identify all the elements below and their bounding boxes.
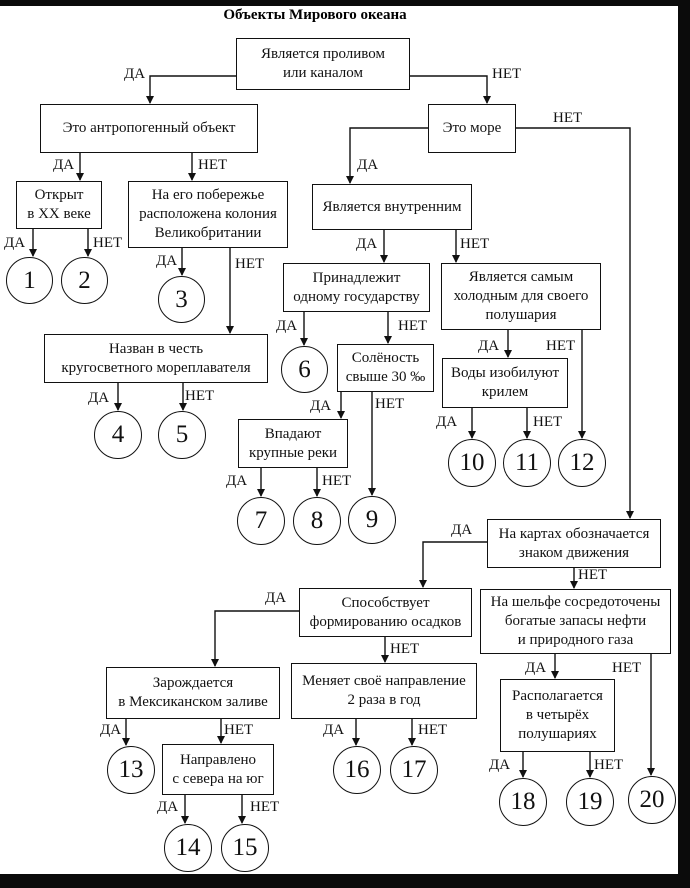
outcome-1: 1 xyxy=(6,257,53,304)
outcome-8: 8 xyxy=(293,497,341,545)
outcome-18: 18 xyxy=(499,778,547,826)
outcome-9: 9 xyxy=(348,496,396,544)
edge-label-no: НЕТ xyxy=(492,66,522,82)
outcome-11: 11 xyxy=(503,439,551,487)
node-four-hemispheres: Располагается в четырёх полушариях xyxy=(500,679,615,752)
edge-label-yes: ДА xyxy=(310,398,332,414)
outcome-6: 6 xyxy=(281,346,328,393)
node-direction-change: Меняет своё направление 2 раза в год xyxy=(291,663,477,719)
outcome-12: 12 xyxy=(558,439,606,487)
edge-label-no: НЕТ xyxy=(235,256,265,272)
edge-label-yes: ДА xyxy=(100,722,122,738)
diagram-title: Объекты Мирового океана xyxy=(223,7,407,23)
edge-label-no: НЕТ xyxy=(553,110,583,126)
node-north-south: Направлено с севера на юг xyxy=(162,744,274,795)
edge-label-no: НЕТ xyxy=(93,235,123,251)
node-oil-gas: На шельфе сосредоточены богатые запасы н… xyxy=(480,589,671,654)
edge-label-no: НЕТ xyxy=(460,236,490,252)
outcome-3: 3 xyxy=(158,276,205,323)
outcome-15: 15 xyxy=(221,824,269,872)
edge-label-no: НЕТ xyxy=(594,757,624,773)
edge-label-yes: ДА xyxy=(265,590,287,606)
edge-label-no: НЕТ xyxy=(612,660,642,676)
outcome-2: 2 xyxy=(61,257,108,304)
outcome-10: 10 xyxy=(448,439,496,487)
node-movement-symbol: На картах обозначается знаком движения xyxy=(487,519,661,568)
outcome-5: 5 xyxy=(158,411,206,459)
edge-label-yes: ДА xyxy=(478,338,500,354)
edge-label-no: НЕТ xyxy=(398,318,428,334)
node-anthropogenic: Это антропогенный объект xyxy=(40,104,258,153)
edge-label-no: НЕТ xyxy=(375,396,405,412)
node-colony: На его побережье расположена колония Вел… xyxy=(128,181,288,248)
edge-label-yes: ДА xyxy=(356,236,378,252)
edge-label-yes: ДА xyxy=(53,157,75,173)
node-opened-20c: Открыт в XX веке xyxy=(16,181,102,229)
outcome-13: 13 xyxy=(107,746,155,794)
node-is-strait: Является проливом или каналом xyxy=(236,38,410,90)
outcome-14: 14 xyxy=(164,824,212,872)
edge-label-no: НЕТ xyxy=(322,473,352,489)
node-coldest: Является самым холодным для своего полуш… xyxy=(441,263,601,330)
node-salinity: Солёность свыше 30 ‰ xyxy=(337,344,434,392)
edge-label-yes: ДА xyxy=(156,253,178,269)
edge-label-no: НЕТ xyxy=(390,641,420,657)
node-navigator: Назван в честь кругосветного мореплавате… xyxy=(44,334,268,383)
edge-label-yes: ДА xyxy=(157,799,179,815)
outcome-20: 20 xyxy=(628,776,676,824)
node-precipitation: Способствует формированию осадков xyxy=(299,588,472,637)
edge-label-no: НЕТ xyxy=(224,722,254,738)
outcome-7: 7 xyxy=(237,497,285,545)
node-mexican-gulf: Зарождается в Мексиканском заливе xyxy=(106,667,280,719)
outcome-4: 4 xyxy=(94,411,142,459)
edge-label-yes: ДА xyxy=(436,414,458,430)
node-krill: Воды изобилуют крилем xyxy=(442,358,568,408)
edge-label-yes: ДА xyxy=(489,757,511,773)
edge-label-yes: ДА xyxy=(357,157,379,173)
edge-label-yes: ДА xyxy=(525,660,547,676)
edge-label-no: НЕТ xyxy=(185,388,215,404)
outcome-17: 17 xyxy=(390,746,438,794)
edge-label-no: НЕТ xyxy=(198,157,228,173)
edge-label-yes: ДА xyxy=(226,473,248,489)
edge-label-yes: ДА xyxy=(276,318,298,334)
node-is-sea: Это море xyxy=(428,104,516,153)
outcome-19: 19 xyxy=(566,778,614,826)
edge-label-no: НЕТ xyxy=(578,567,608,583)
edge-label-no: НЕТ xyxy=(533,414,563,430)
outcome-16: 16 xyxy=(333,746,381,794)
edge-label-yes: ДА xyxy=(88,390,110,406)
edge-label-no: НЕТ xyxy=(418,722,448,738)
node-one-state: Принадлежит одному государству xyxy=(283,263,430,312)
node-inland: Является внутренним xyxy=(312,184,472,230)
edge-label-yes: ДА xyxy=(124,66,146,82)
node-rivers: Впадают крупные реки xyxy=(238,419,348,468)
edge-label-yes: ДА xyxy=(451,522,473,538)
edge-label-no: НЕТ xyxy=(250,799,280,815)
edge-label-no: НЕТ xyxy=(546,338,576,354)
edge-label-yes: ДА xyxy=(323,722,345,738)
edge-label-yes: ДА xyxy=(4,235,26,251)
